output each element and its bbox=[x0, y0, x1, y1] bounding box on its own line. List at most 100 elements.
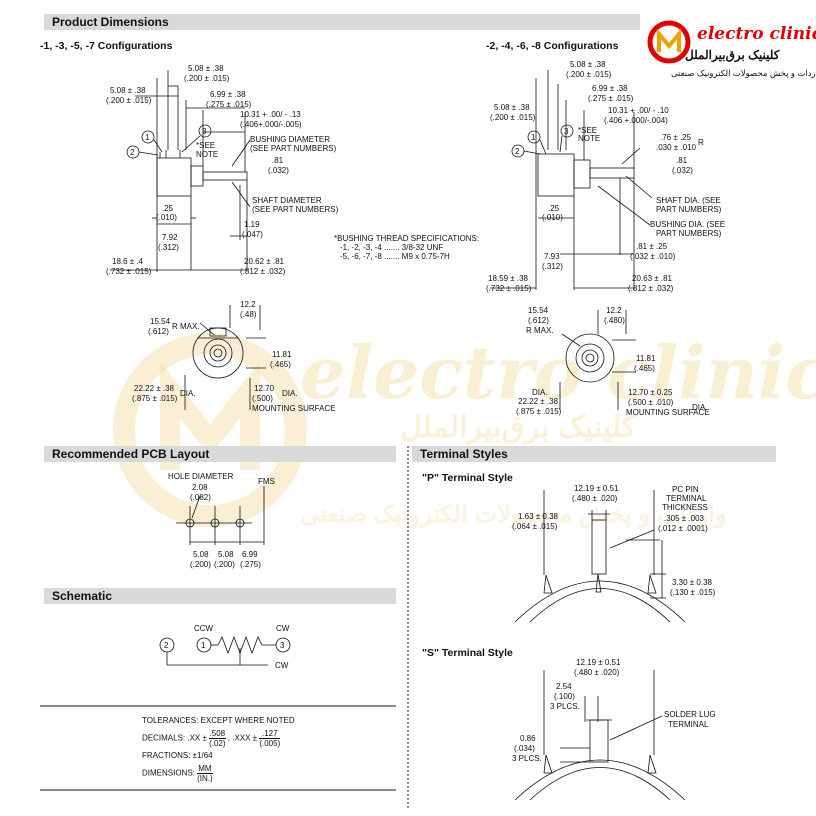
left-bushing bbox=[190, 165, 204, 187]
tolerances-title: TOLERANCES: EXCEPT WHERE NOTED bbox=[142, 716, 295, 725]
left-callout-2: 2 bbox=[130, 148, 135, 157]
left-dim-1: 5.08 ± .38 bbox=[110, 86, 146, 95]
s-terminal-lug-2: TERMINAL bbox=[668, 720, 709, 729]
s-terminal-b: 0.86 bbox=[520, 734, 536, 743]
left-front-rmax: R MAX. bbox=[172, 322, 200, 331]
right-front-mount-surface: MOUNTING SURFACE bbox=[626, 408, 710, 417]
right-dim-8: .81 ± .25 bbox=[636, 242, 668, 251]
tolerances-dim-fraction: MM (IN.) bbox=[197, 764, 213, 783]
p-terminal-thickness-inch: (.012 ± .0001) bbox=[658, 524, 708, 533]
right-dim-9-inch: (.312) bbox=[542, 262, 563, 271]
left-front-radius: 15.54 bbox=[150, 317, 171, 326]
right-shaft bbox=[589, 167, 635, 179]
p-terminal-pin: PC PIN bbox=[672, 485, 699, 494]
left-dim-5-inch: (.032) bbox=[268, 166, 289, 175]
watermark-brand: electro clinic bbox=[300, 330, 816, 415]
s-terminal-b-places: 3 PLCS. bbox=[512, 754, 542, 763]
right-dim-10-inch: (.732 ± .015) bbox=[486, 284, 532, 293]
right-dim-2-inch: (.200 ± .015) bbox=[490, 113, 536, 122]
right-front-rmax: R MAX. bbox=[526, 326, 554, 335]
right-front-radius: 15.54 bbox=[528, 306, 549, 315]
watermark-fa-name: کلینیک برق‌بیرالملل bbox=[400, 411, 637, 444]
tolerances-dec-a-den: (.02) bbox=[209, 739, 226, 748]
tolerances-dim-den: (IN.) bbox=[197, 774, 213, 783]
p-terminal-pin-3: THICKNESS bbox=[662, 503, 708, 512]
s-terminal-lug: SOLDER LUG bbox=[664, 710, 716, 719]
right-dim-9: 7.93 bbox=[544, 252, 560, 261]
s-terminal-a-places: 3 PLCS. bbox=[550, 702, 580, 711]
left-dim-6: .25 bbox=[162, 204, 174, 213]
right-dim-6-inch: (.032) bbox=[672, 166, 693, 175]
tolerances-dimensions: DIMENSIONS: MM (IN.) bbox=[142, 764, 213, 783]
p-terminal-height: 3.30 ± 0.38 bbox=[672, 578, 712, 587]
left-front-mount: 12.70 bbox=[254, 384, 275, 393]
right-shaft-label: SHAFT DIA. (SEE bbox=[656, 196, 721, 205]
schematic-cw-top-label: CW bbox=[276, 624, 290, 633]
left-callout-3: 3 bbox=[202, 127, 207, 136]
p-terminal-a: 1.63 ± 0.38 bbox=[518, 512, 558, 521]
schematic-node-3-label: 3 bbox=[280, 641, 285, 650]
right-front-width: 12.2 bbox=[606, 306, 622, 315]
pcb-spacing-2-inch: (.200) bbox=[214, 560, 235, 569]
pcb-hole-inch: (.082) bbox=[190, 493, 211, 502]
left-dim-7: 1.19 bbox=[244, 220, 260, 229]
s-terminal-body-arc bbox=[514, 759, 686, 801]
left-dim-6-inch: (.010) bbox=[156, 213, 177, 222]
right-callout-3: 3 bbox=[564, 127, 569, 136]
pcb-spacing-3-inch: (.275) bbox=[240, 560, 261, 569]
right-dim-8-inch: (.032 ± .010) bbox=[630, 252, 676, 261]
pcb-spacing-3: 6.99 bbox=[242, 550, 258, 559]
left-callout-circle-3 bbox=[198, 124, 212, 138]
right-front-dia-label: DIA. bbox=[532, 388, 548, 397]
left-dim-5: .81 bbox=[272, 156, 284, 165]
right-dim-6: .81 bbox=[676, 156, 688, 165]
pcb-spacing-1-inch: (.200) bbox=[190, 560, 211, 569]
right-front-mount: 12.70 ± 0.25 bbox=[628, 388, 673, 397]
left-front-outline bbox=[192, 327, 244, 379]
logo-fa-name: کلینیک برق‌بیرالملل bbox=[685, 48, 780, 62]
tolerances-decimals: DECIMALS: .XX ± .508 (.02) , .XXX ± .127… bbox=[142, 729, 281, 748]
right-dim-1: 5.08 ± .38 bbox=[570, 60, 606, 69]
left-see-note: *SEE bbox=[196, 141, 216, 150]
logo-mark-icon bbox=[647, 20, 691, 64]
section-bar-pcb-layout: Recommended PCB Layout bbox=[44, 446, 396, 462]
left-callout-circle-1 bbox=[141, 130, 155, 144]
left-callout-1: 1 bbox=[145, 133, 150, 142]
right-dim-4: 10.31 + .00/ - .10 bbox=[608, 106, 669, 115]
right-dim-7: .25 bbox=[548, 204, 560, 213]
right-dim-5: .76 ± .25 bbox=[660, 133, 692, 142]
left-front-height: 11.81 bbox=[272, 350, 292, 359]
watermark-fa-tagline: واردات و پخش محصولات الکترونیک صنعتی bbox=[300, 501, 727, 528]
pcb-hole-value: 2.08 bbox=[192, 483, 208, 492]
p-terminal-title: "P" Terminal Style bbox=[422, 472, 513, 484]
right-bushing bbox=[573, 159, 591, 189]
section-bar-terminal-styles: Terminal Styles bbox=[412, 446, 776, 462]
left-front-width: 12.2 bbox=[240, 300, 256, 309]
p-terminal-body-arc bbox=[514, 580, 686, 623]
left-shaft bbox=[202, 171, 248, 181]
schematic-ccw-label: CCW bbox=[194, 624, 214, 633]
left-dim-3: 6.99 ± .38 bbox=[210, 90, 246, 99]
pcb-spacing-2: 5.08 bbox=[218, 550, 234, 559]
s-terminal-width-inch: (.480 ± .020) bbox=[574, 668, 620, 677]
right-front-dia-inch: (.875 ± .015) bbox=[516, 407, 562, 416]
right-callout-1: 1 bbox=[531, 133, 536, 142]
schematic-node-1-label: 1 bbox=[201, 641, 206, 650]
right-front-mount-dia: DIA. bbox=[692, 403, 708, 412]
left-dim-10: 20.62 ± .81 bbox=[244, 257, 284, 266]
p-terminal-height-inch: (.130 ± .015) bbox=[670, 588, 716, 597]
pcb-hole-1 bbox=[185, 518, 195, 528]
left-front-height-inch: (.465) bbox=[270, 360, 291, 369]
right-callout-circle-3 bbox=[560, 124, 574, 138]
left-dim-9-inch: (.732 ± .015) bbox=[106, 267, 152, 276]
left-front-radius-inch: (.612) bbox=[148, 327, 169, 336]
p-terminal-pin bbox=[591, 519, 607, 575]
section-title: Terminal Styles bbox=[420, 447, 508, 461]
right-front-width-inch: (.480) bbox=[604, 316, 625, 325]
right-shaft-label-2: PART NUMBERS) bbox=[656, 205, 722, 214]
right-housing bbox=[537, 153, 575, 197]
s-terminal-b-inch: (.034) bbox=[514, 744, 535, 753]
left-dim-3-inch: (.275 ± .015) bbox=[206, 100, 252, 109]
left-shaft-label: SHAFT DIAMETER bbox=[252, 196, 322, 205]
tolerances-dim-label: DIMENSIONS: bbox=[142, 768, 195, 778]
